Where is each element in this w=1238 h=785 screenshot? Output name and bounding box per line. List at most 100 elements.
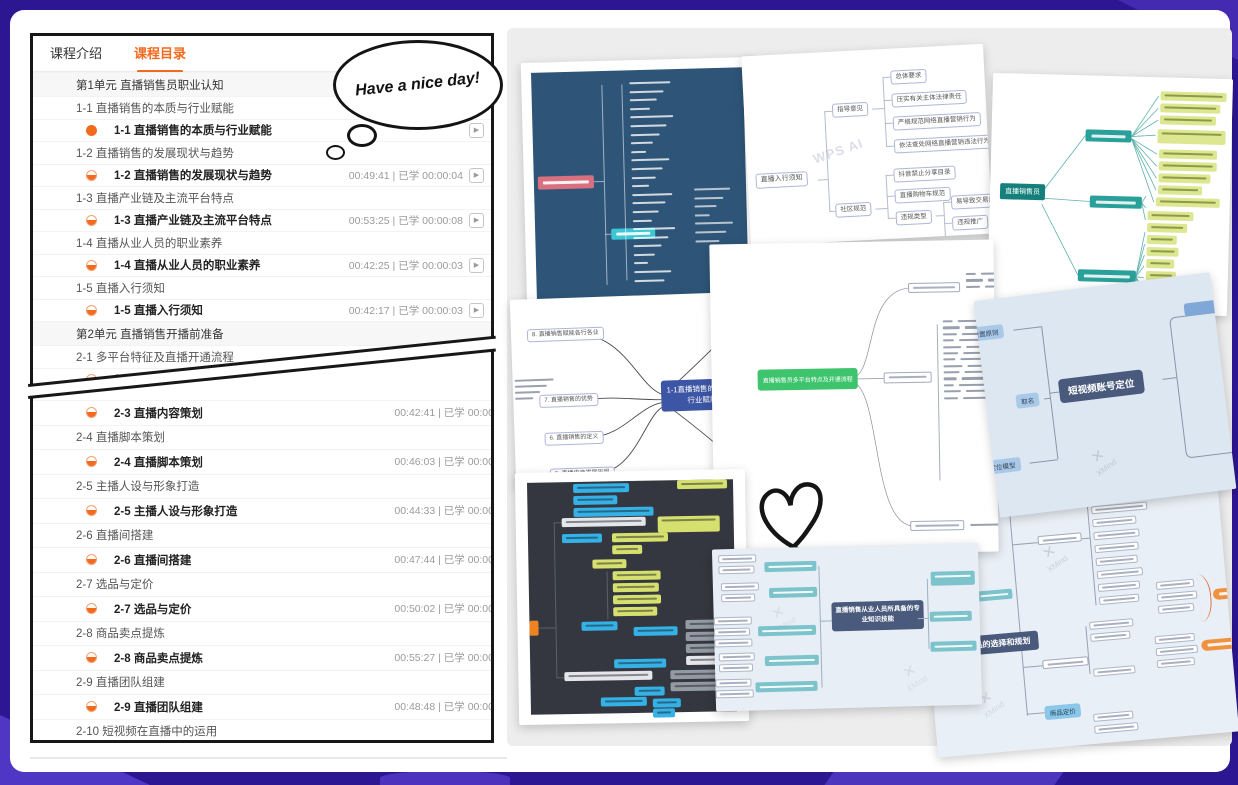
connector: [1006, 486, 1028, 716]
course-row[interactable]: 1-3 直播产业链及主流平台特点 00:53:25 | 已学 00:00:08 …: [30, 208, 494, 232]
lesson-status-icon: [86, 505, 97, 517]
mindmap-card-video-positioning: 设置原则 取名 型定位模型 短视频账号定位 ✕XMind: [973, 272, 1237, 518]
text-bar: [631, 184, 650, 188]
course-row-meta: 00:42:41 | 已学 00:00: [394, 401, 494, 425]
course-row[interactable]: 2-9 直播团队组建: [30, 669, 494, 695]
course-row[interactable]: 2-7 选品与定价: [30, 571, 494, 597]
lesson-status-icon: [86, 603, 97, 615]
course-row-title: 1-2 直播销售的发展现状与趋势: [76, 147, 234, 160]
course-row-title: 2-5 主播人设与形象打造: [76, 481, 200, 494]
course-row[interactable]: 1-1 直播销售的本质与行业赋能: [30, 96, 494, 119]
course-row[interactable]: 1-4 直播从业人员的职业素养 00:42:25 | 已学 00:00:03 ▶: [30, 253, 494, 277]
lesson-time: 00:42:41 | 已学 00:00: [394, 407, 494, 420]
course-row-title: 第1单元 直播销售员职业认知: [76, 79, 224, 92]
course-row[interactable]: 2-6 直播间搭建: [30, 522, 494, 548]
mini-node: [613, 606, 658, 617]
connector: [817, 179, 828, 181]
xmind-logo-icon: ✕: [1087, 445, 1109, 468]
course-row-title: 2-4 直播脚本策划: [76, 432, 165, 445]
course-row[interactable]: 1-3 直播产业链及主流平台特点: [30, 186, 494, 209]
course-row[interactable]: 2-4 直播脚本策划: [30, 424, 494, 450]
text-bar: [695, 239, 720, 243]
mini-leaf-node: 违规类型: [895, 209, 933, 226]
mini-branch-node: [1077, 269, 1137, 283]
mini-node: [676, 479, 728, 490]
play-icon[interactable]: ▶: [469, 212, 484, 228]
course-row-title: 2-4 直播脚本策划: [114, 456, 203, 469]
play-icon[interactable]: ▶: [469, 302, 484, 318]
mini-node: 8. 直播销售赋能各行各业: [526, 326, 604, 343]
text-row: [965, 278, 999, 282]
mini-text-rows: [965, 272, 999, 288]
mini-leaf-node: [1095, 554, 1139, 567]
course-row[interactable]: 2-10 短视频在直播中的运用: [30, 718, 494, 744]
course-row-meta: ▶: [463, 120, 484, 142]
course-row[interactable]: 2-5 主播人设与形象打造: [30, 473, 494, 499]
play-icon[interactable]: ▶: [469, 257, 484, 273]
mini-leaf-node: [713, 627, 751, 637]
course-row-title: 1-5 直播入行须知: [114, 305, 203, 318]
course-row[interactable]: 2-4 直播脚本策划 00:46:03 | 已学 00:00: [30, 449, 494, 474]
panel-border: [30, 740, 494, 743]
course-row[interactable]: 2-6 直播间搭建 00:47:44 | 已学 00:00: [30, 547, 494, 572]
text-bar: [632, 210, 659, 214]
course-row-title: 1-3 直播产业链及主流平台特点: [114, 215, 272, 228]
mini-node: [612, 544, 643, 555]
mini-leaf-node: [720, 582, 760, 592]
mini-text-column: [694, 187, 734, 243]
mini-node: [755, 680, 818, 693]
course-row[interactable]: 2-8 商品卖点提炼 00:55:27 | 已学 00:00: [30, 645, 494, 670]
mini-node: [764, 560, 817, 573]
course-row-title: 1-1 直播销售的本质与行业赋能: [114, 125, 272, 138]
course-row[interactable]: 1-2 直播销售的发展现状与趋势: [30, 141, 494, 164]
lesson-status-icon: [86, 169, 97, 181]
play-icon[interactable]: ▶: [469, 167, 484, 183]
mini-node: [757, 624, 817, 637]
play-icon[interactable]: ▶: [469, 122, 484, 138]
panel-border: [30, 33, 494, 36]
course-row-meta: 00:53:25 | 已学 00:00:08 ▶: [349, 210, 484, 232]
connector: [884, 122, 893, 125]
mini-node: [611, 532, 669, 543]
mini-leaf-node: [1097, 580, 1141, 593]
course-row[interactable]: 2-8 商品卖点提炼: [30, 620, 494, 646]
tab-course-catalog[interactable]: 课程目录: [134, 43, 186, 73]
course-row[interactable]: 1-5 直播入行须知: [30, 276, 494, 299]
course-row[interactable]: 2-5 主播人设与形象打造 00:44:33 | 已学 00:00: [30, 498, 494, 523]
course-row-title: 2-6 直播间搭建: [114, 554, 192, 567]
mini-node: [657, 515, 720, 533]
text-bar: [634, 279, 665, 282]
connector: [553, 522, 562, 524]
lesson-time: 00:47:44 | 已学 00:00: [394, 554, 494, 567]
mini-node-pricing: 商品定价: [1044, 703, 1082, 721]
tab-course-intro[interactable]: 课程介绍: [50, 45, 103, 61]
course-row[interactable]: 1-4 直播从业人员的职业素养: [30, 231, 494, 254]
course-row[interactable]: 1-1 直播销售的本质与行业赋能 ▶: [30, 118, 494, 142]
mini-leaf-node: 易导致交易风险行为: [950, 192, 993, 210]
course-row[interactable]: 2-3 直播内容策划 00:42:41 | 已学 00:00: [30, 400, 494, 425]
connector: [553, 522, 558, 679]
connector: [1029, 459, 1058, 464]
course-row[interactable]: 2-7 选品与定价 00:50:02 | 已学 00:00: [30, 596, 494, 621]
wps-watermark: WPS AI: [811, 135, 866, 167]
mini-leaf-node: [1160, 103, 1221, 114]
text-bar: [633, 253, 655, 257]
course-row-title: 2-9 直播团队组建: [76, 677, 165, 690]
course-row[interactable]: 第2单元 直播销售开播前准备: [30, 321, 494, 345]
course-row-title: 2-6 直播间搭建: [76, 530, 154, 543]
mini-node: 取名: [1015, 392, 1040, 409]
text-row: [965, 272, 999, 276]
bubble-tail-circle: [347, 124, 377, 147]
course-row[interactable]: 1-2 直播销售的发展现状与趋势 00:49:41 | 已学 00:00:04 …: [30, 163, 494, 187]
mini-leaf-node: 直播购物车规范: [894, 186, 951, 204]
lesson-status-icon: [86, 652, 97, 664]
course-row[interactable]: 2-1 多平台特征及直播开通流程: [30, 345, 494, 368]
text-bar: [694, 205, 717, 208]
course-row[interactable]: 2-9 直播团队组建 00:48:48 | 已学 00:00: [30, 694, 494, 719]
text-bar: [634, 262, 649, 265]
course-row-title: 2-8 商品卖点提炼: [114, 652, 203, 665]
connector: [883, 99, 892, 102]
mini-node: [633, 626, 678, 636]
text-bar: [514, 378, 554, 382]
course-row[interactable]: 1-5 直播入行须知 00:42:17 | 已学 00:00:03 ▶: [30, 298, 494, 322]
